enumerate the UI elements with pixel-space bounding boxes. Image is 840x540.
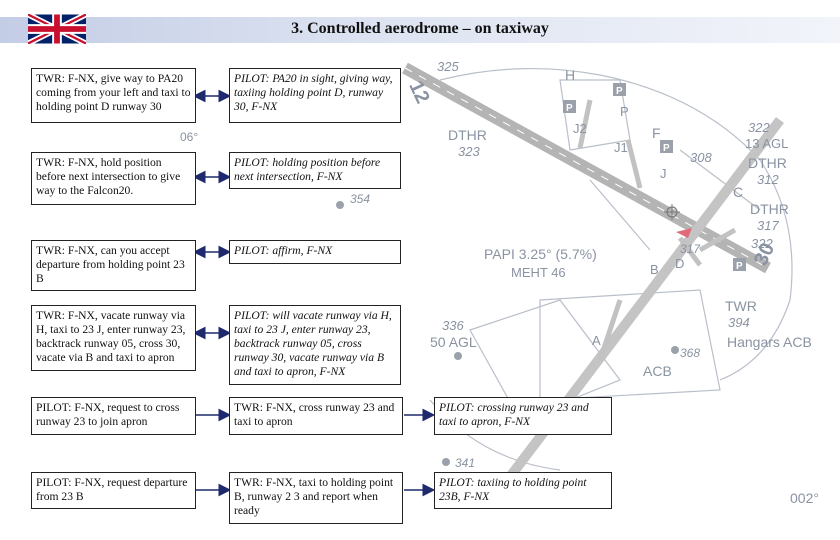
twr-clearance-2: TWR: F-NX, taxi to holding point B, runw… (229, 472, 403, 524)
map-label: 325 (437, 59, 459, 74)
parking-icon: P (613, 83, 626, 97)
map-label: 341 (455, 456, 475, 470)
map-label: D (675, 256, 684, 271)
twr-clearance-1: TWR: F-NX, cross runway 23 and taxi to a… (229, 397, 403, 435)
map-label: ACB (643, 363, 672, 379)
pilot-reply-2: PILOT: holding position before next inte… (229, 152, 401, 189)
map-label: P (620, 104, 629, 119)
twr-message-3: TWR: F-NX, can you accept departure from… (31, 240, 196, 291)
map-label: 336 (442, 318, 464, 333)
map-label: DTHR (750, 201, 789, 217)
map-label: DTHR (448, 127, 487, 143)
parking-icon: P (563, 100, 576, 114)
map-label: A (592, 333, 601, 348)
map-label: TWR (725, 298, 757, 314)
map-label: 322 (748, 120, 770, 135)
map-label: H (565, 67, 575, 83)
map-label: C (733, 184, 743, 200)
svg-text:P: P (663, 143, 670, 154)
map-label: PAPI 3.25° (5.7%) (484, 246, 597, 262)
map-label: 002° (790, 490, 819, 506)
map-label: 322 (751, 236, 773, 251)
twr-message-1: TWR: F-NX, give way to PA20 coming from … (31, 68, 196, 123)
map-label: J2 (573, 121, 587, 136)
map-label: Hangars ACB (727, 334, 812, 350)
map-label: 354 (350, 192, 370, 206)
pilot-readback-1: PILOT: crossing runway 23 and taxi to ap… (434, 397, 612, 435)
map-label: 317 (757, 218, 779, 233)
pilot-reply-1: PILOT: PA20 in sight, giving way, taxiin… (229, 68, 401, 123)
pilot-request-2: PILOT: F-NX, request departure from 23 B (31, 472, 196, 509)
map-label: MEHT 46 (511, 265, 566, 280)
svg-text:P: P (616, 86, 623, 97)
parking-icon: P (660, 140, 673, 154)
uk-flag-icon (28, 14, 86, 44)
page-title: 3. Controlled aerodrome – on taxiway (291, 20, 549, 37)
header-band (0, 17, 840, 43)
pilot-reply-4: PILOT: will vacate runway via H, taxi to… (229, 305, 401, 385)
map-label: 317 (680, 242, 701, 256)
map-label: J1 (614, 140, 628, 155)
svg-text:P: P (566, 103, 573, 114)
map-label: 06° (180, 130, 198, 144)
map-label: 50 AGL (430, 334, 477, 350)
map-label: B (650, 262, 659, 277)
map-label: DTHR (748, 155, 787, 171)
map-label: 312 (757, 172, 779, 187)
map-label: 308 (690, 150, 712, 165)
map-label: 13 AGL (745, 136, 788, 151)
pilot-reply-3: PILOT: affirm, F-NX (229, 240, 401, 264)
pilot-request-1: PILOT: F-NX, request to cross runway 23 … (31, 397, 196, 435)
pilot-readback-2: PILOT: taxiing to holding point 23B, F-N… (434, 472, 612, 509)
map-label: 394 (728, 315, 750, 330)
twr-message-2: TWR: F-NX, hold position before next int… (31, 152, 196, 205)
map-label: J (660, 166, 667, 181)
svg-text:P: P (736, 261, 743, 272)
map-label: 323 (458, 144, 480, 159)
twr-message-4: TWR: F-NX, vacate runway via H, taxi to … (31, 305, 196, 371)
map-label: F (652, 125, 661, 141)
map-label: 368 (680, 346, 700, 360)
parking-icon: P (733, 258, 746, 272)
